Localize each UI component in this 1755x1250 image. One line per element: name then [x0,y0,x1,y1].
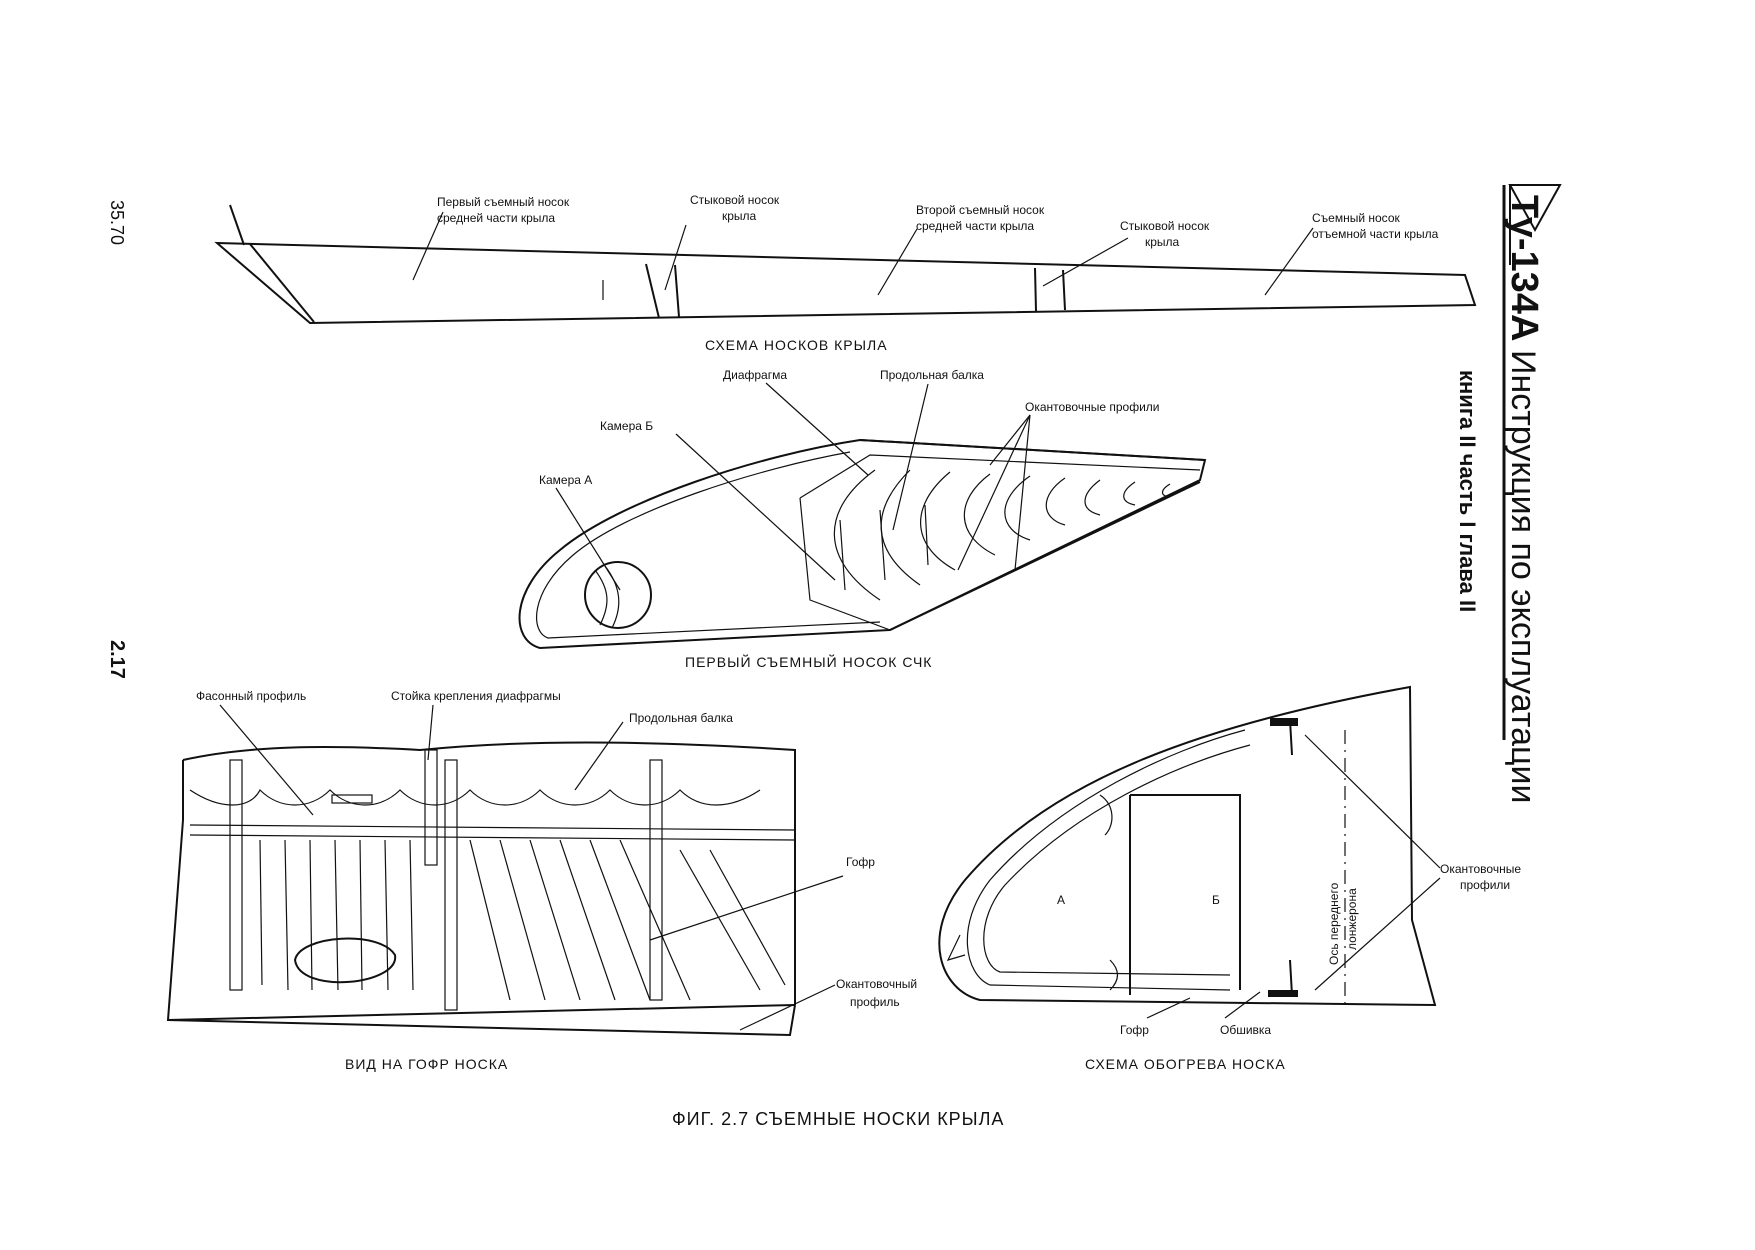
wing-label-joint1-2: крыла [722,209,757,223]
wing-label-joint2-1: Стыковой носок [1120,219,1210,233]
wing-label-outer-1: Съемный носок [1312,211,1400,225]
heat-label-spar-axis-2: лонжерона [1345,888,1359,950]
wing-scheme-drawing [214,204,1477,325]
corr-label-shaped-profile: Фасонный профиль [196,689,306,703]
wing-label-first-1: Первый съемный носок [437,195,570,209]
wing-label-second-1: Второй съемный носок [916,203,1045,217]
nose-perspective-caption: ПЕРВЫЙ СЪЕМНЫЙ НОСОК СЧК [685,653,932,670]
nose-label-edge-profiles: Окантовочные профили [1025,400,1159,414]
corr-label-edge-profile-1: Окантовочный [836,977,917,991]
heat-label-spar-axis-1: Ось переднего [1327,882,1341,965]
corr-label-diaphragm-post: Стойка крепления диафрагмы [391,689,561,703]
book-part-chapter: книга II часть I глава II [1455,370,1480,612]
aircraft-title: Ту-134А [1503,195,1545,341]
nose-perspective-drawing [518,382,1207,650]
heat-label-skin: Обшивка [1220,1023,1271,1037]
wing-label-first-2: средней части крыла [437,211,555,225]
wing-label-outer-2: отъемной части крыла [1312,227,1439,241]
nose-label-chamber-b: Камера Б [600,419,653,433]
wing-scheme-caption: СХЕМА НОСКОВ КРЫЛА [705,337,888,353]
figure-caption: ФИГ. 2.7 СЪЕМНЫЕ НОСКИ КРЫЛА [672,1109,1004,1129]
nose-label-long-beam: Продольная балка [880,368,984,382]
corrugation-view-caption: ВИД НА ГОФР НОСКА [345,1056,508,1072]
heat-label-edge-profiles-2: профили [1460,878,1510,892]
heating-scheme-caption: СХЕМА ОБОГРЕВА НОСКА [1085,1056,1286,1072]
aircraft-logo-icon [1508,184,1562,265]
corr-label-edge-profile-2: профиль [850,995,900,1009]
heat-label-corrugation: Гофр [1120,1023,1149,1037]
manual-header: Ту-134А Инструкция по эксплуатации книга… [1455,184,1562,803]
corr-label-corrugation: Гофр [846,855,875,869]
nose-label-chamber-a: Камера А [539,473,592,487]
manual-title: Инструкция по эксплуатации [1504,350,1542,803]
wing-label-joint2-2: крыла [1145,235,1180,249]
heating-scheme-drawing [938,685,1441,1019]
corr-label-long-beam: Продольная балка [629,711,733,725]
wing-label-joint1-1: Стыковой носок [690,193,780,207]
page-number: 2.17 [106,640,128,679]
date-mark: 35.70 [107,200,127,245]
heat-label-chamber-b: Б [1212,893,1220,907]
corrugation-view-drawing [166,704,844,1037]
nose-label-diaphragm: Диафрагма [723,368,787,382]
heat-label-edge-profiles-1: Окантовочные [1440,862,1521,876]
heat-label-chamber-a: А [1057,893,1065,907]
wing-label-second-2: средней части крыла [916,219,1034,233]
